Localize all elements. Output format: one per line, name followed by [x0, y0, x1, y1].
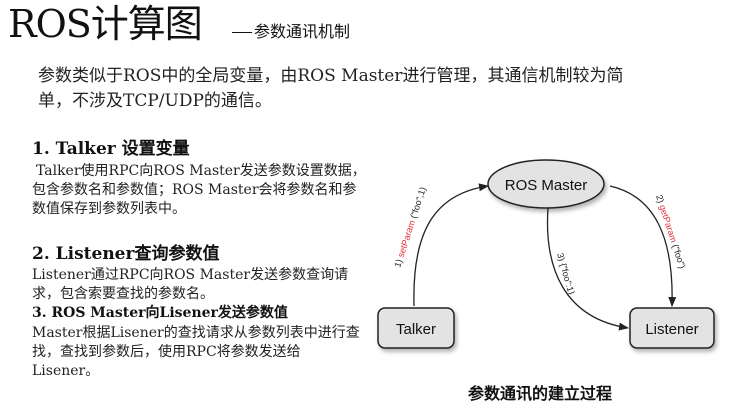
section-2-body: Listener通过RPC向ROS Master发送参数查询请求，包含索要查找的…	[32, 267, 349, 302]
edge-setparam-label: 1) setParam ("foo",1)	[392, 186, 427, 269]
talker-label: Talker	[396, 321, 436, 338]
section-1-body: Talker使用RPC向ROS Master发送参数设置数据，包含参数名和参数值…	[32, 163, 366, 217]
section-3-heading: 3. ROS Master向Lisener发送参数值	[32, 305, 288, 321]
diagram-caption: 参数通讯的建立过程	[468, 384, 613, 403]
ros-master-label: ROS Master	[505, 177, 588, 194]
page-subtitle: 参数通讯机制	[232, 22, 350, 42]
intro-paragraph: 参数类似于ROS中的全局变量，由ROS Master进行管理，其通信机制较为简单…	[38, 66, 624, 111]
edge-value-label: 3) {"foo":1}	[555, 252, 576, 296]
parameter-communication-diagram: ROS Master Talker Listener 1) setParam (…	[377, 159, 715, 349]
edge-value-arrow	[546, 207, 629, 331]
section-1-heading: 1. Talker 设置变量	[32, 139, 190, 159]
page-title: ROS计算图	[8, 2, 203, 46]
edge-setparam-arrow	[413, 183, 489, 307]
edge-getparam-arrow	[609, 185, 677, 307]
talker-node	[377, 307, 455, 349]
section-3-body: Master根据Lisener的查找请求从参数列表中进行查找，查找到参数后，使用…	[32, 325, 360, 379]
edge-getparam-label: 2) getParam ("foo")	[654, 194, 687, 270]
page-subtitle-text: 参数通讯机制	[254, 22, 351, 41]
title-dash	[232, 32, 252, 33]
ros-master-node	[487, 159, 605, 209]
section-2-heading: 2. Listener查询参数值	[32, 244, 220, 264]
listener-label: Listener	[645, 321, 698, 338]
listener-node	[629, 307, 715, 349]
